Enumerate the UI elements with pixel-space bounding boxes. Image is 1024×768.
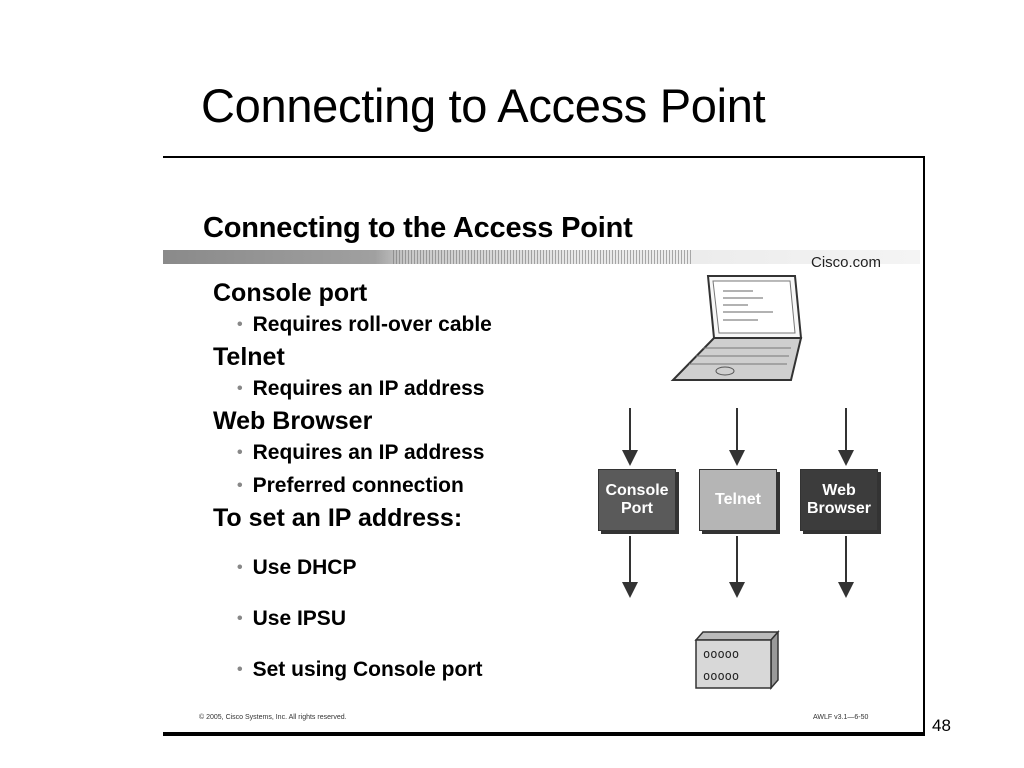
header-bar-stripes	[393, 250, 693, 264]
section-heading: Web Browser	[213, 407, 373, 435]
slide-title: Connecting to Access Point	[201, 79, 766, 132]
svg-text:ooooo: ooooo	[703, 647, 739, 661]
section-heading: To set an IP address:	[213, 504, 463, 532]
bullet-item: Requires roll-over cable	[237, 309, 492, 342]
bullet-item: Use IPSU	[237, 603, 492, 636]
console-port-box: Console Port	[598, 469, 676, 531]
section-heading: Console port	[213, 279, 368, 307]
copyright-footer: © 2005, Cisco Systems, Inc. All rights r…	[199, 714, 347, 721]
course-code-footer: AWLF v3.1—6-50	[813, 714, 869, 721]
section-heading: Telnet	[213, 343, 285, 371]
bullet-item: Set using Console port	[237, 654, 492, 687]
bullet-item: Preferred connection	[237, 470, 492, 503]
bullet-item: Requires an IP address	[237, 373, 492, 406]
web-browser-box: Web Browser	[800, 469, 878, 531]
svg-text:ooooo: ooooo	[703, 669, 739, 683]
connection-diagram: ooooo ooooo	[622, 275, 854, 690]
access-point-icon: ooooo ooooo	[694, 630, 780, 690]
slide-panel: Connecting to the Access Point Cisco.com…	[163, 156, 923, 736]
bullet-item: Requires an IP address	[237, 437, 492, 470]
panel-title: Connecting to the Access Point	[203, 212, 633, 244]
telnet-box: Telnet	[699, 469, 777, 531]
brand-label: Cisco.com	[811, 254, 882, 271]
laptop-icon	[670, 275, 803, 381]
bullet-item: Use DHCP	[237, 552, 492, 585]
bullet-content: Console port Requires roll-over cable Te…	[213, 278, 492, 687]
page-number: 48	[932, 716, 951, 735]
